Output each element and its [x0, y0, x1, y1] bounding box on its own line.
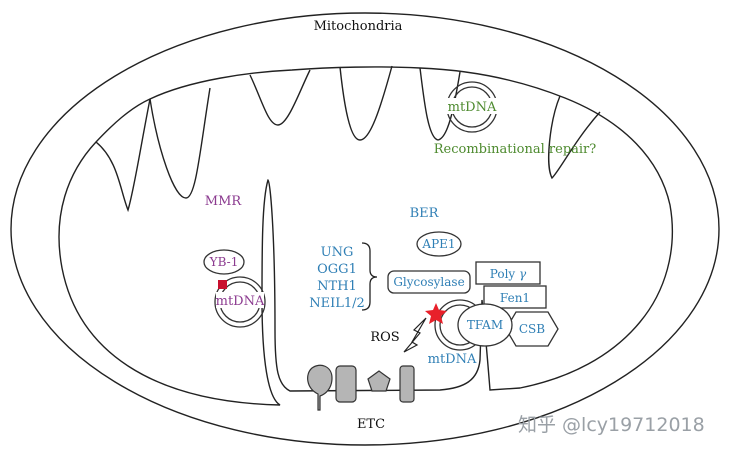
- mmr-mtdna-label: mtDNA: [216, 294, 265, 309]
- recomb-mtdna-label-bg: [445, 98, 499, 114]
- watermark: 知乎 @lcy19712018: [518, 414, 705, 436]
- etc-label: ETC: [357, 417, 385, 432]
- lightning-bolt-icon: [403, 317, 427, 353]
- yb1-oval: [203, 249, 245, 275]
- glycosylase-list: UNG OGG1 NTH1 NEIL1/2: [309, 242, 378, 311]
- recomb-mtdna-label: mtDNA: [448, 100, 497, 115]
- crista-3: [249, 69, 311, 126]
- glycosylase-item-ung: UNG: [321, 245, 354, 260]
- tfam-oval: [457, 303, 513, 347]
- ros-label: ROS: [370, 330, 399, 345]
- mmr-mtdna-group: YB-1 mtDNA: [203, 249, 266, 328]
- mmr-mtdna-label-bg: [216, 292, 264, 308]
- fen1-box: [483, 285, 547, 309]
- mmr-mtdna-ring-outer: [214, 276, 266, 328]
- tfam-label: TFAM: [467, 318, 503, 332]
- etc-complex-4: [399, 365, 415, 403]
- glycosylase-bracket: [361, 242, 378, 311]
- poly-box: [475, 261, 541, 285]
- poly-label: Poly γ: [490, 267, 527, 281]
- glycosylase-item-nth1: NTH1: [317, 279, 357, 294]
- glycosylase-item-neil12: NEIL1/2: [309, 296, 365, 311]
- etc-complex-1: [307, 364, 333, 411]
- yb1-label: YB-1: [209, 255, 239, 269]
- glycosylase-item-ogg1: OGG1: [317, 262, 357, 277]
- ber-mtdna-label: mtDNA: [428, 352, 477, 367]
- watermark-text: 知乎 @lcy19712018: [518, 414, 705, 436]
- crista-1: [95, 98, 151, 213]
- fen1-label: Fen1: [500, 291, 530, 305]
- mmr-label: MMR: [205, 194, 243, 209]
- crista-4: [339, 65, 393, 141]
- crista-2: [149, 87, 211, 199]
- inner-membrane: [58, 66, 673, 406]
- recomb-mtdna-group: mtDNA Recombinational repair?: [434, 81, 596, 157]
- etc-complex-3: [367, 370, 391, 392]
- etc-complex-2: [335, 365, 357, 403]
- ape1-oval: [416, 231, 462, 257]
- outer-membrane: [10, 12, 720, 446]
- etc-complexes: [307, 364, 415, 411]
- csb-label: CSB: [519, 322, 545, 336]
- glycosylase-box-label: Glycosylase: [393, 275, 464, 289]
- ber-label: BER: [410, 206, 440, 221]
- crista-6: [548, 95, 601, 180]
- lesion-star-icon: [425, 303, 447, 324]
- mitochondria-title: Mitochondria: [314, 19, 403, 34]
- ape1-label: APE1: [421, 237, 455, 251]
- glycosylase-box: [387, 270, 471, 294]
- yb1-marker: [218, 280, 227, 289]
- recomb-repair-label: Recombinational repair?: [434, 142, 596, 157]
